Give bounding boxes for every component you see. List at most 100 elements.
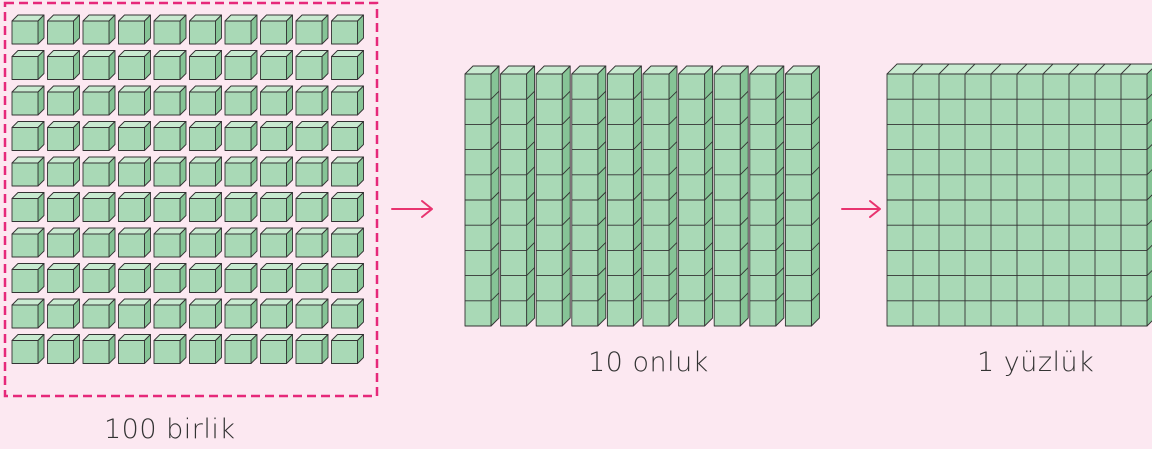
ten-rod — [642, 65, 678, 327]
ten-rod — [464, 65, 500, 327]
unit-cube — [331, 50, 364, 80]
unit-cube — [118, 156, 151, 187]
unit-cube — [224, 263, 258, 293]
unit-cube — [153, 227, 187, 258]
unit-cube — [331, 227, 364, 258]
unit-cube — [11, 192, 45, 222]
unit-cube — [260, 298, 293, 329]
units-selection-border — [3, 1, 379, 398]
hundred-flat — [886, 63, 1152, 327]
unit-cube — [260, 14, 293, 45]
unit-cube — [82, 227, 116, 258]
unit-cube — [118, 85, 151, 116]
unit-cube — [189, 14, 222, 45]
units-label: 100 birlik — [104, 414, 236, 445]
unit-cube — [82, 263, 116, 293]
unit-cube — [11, 156, 45, 187]
unit-cube — [295, 121, 329, 151]
unit-cube — [331, 121, 364, 151]
unit-cube — [331, 156, 364, 187]
unit-cube — [224, 121, 258, 151]
unit-cube — [153, 85, 187, 116]
unit-cube — [331, 298, 364, 329]
unit-cube — [118, 14, 151, 45]
unit-cube — [189, 298, 222, 329]
unit-cube — [295, 85, 329, 116]
unit-cube — [260, 50, 293, 80]
unit-cube — [260, 263, 293, 293]
unit-cube — [260, 156, 293, 187]
unit-cube — [295, 298, 329, 329]
unit-cube — [295, 334, 329, 364]
unit-cube — [153, 14, 187, 45]
unit-cube — [47, 334, 80, 364]
ten-rod — [713, 65, 749, 327]
ten-rod — [571, 65, 607, 327]
right-arrow-icon — [391, 200, 433, 218]
unit-cube — [189, 85, 222, 116]
unit-cube — [331, 14, 364, 45]
unit-cube — [118, 227, 151, 258]
unit-cube — [82, 156, 116, 187]
unit-cube — [331, 85, 364, 116]
unit-cube — [11, 227, 45, 258]
ten-rod — [535, 65, 571, 327]
ten-rod — [678, 65, 714, 327]
unit-cube — [260, 121, 293, 151]
unit-cube — [11, 85, 45, 116]
unit-cube — [224, 156, 258, 187]
ten-rod — [606, 65, 642, 327]
unit-cube — [47, 298, 80, 329]
unit-cube — [189, 50, 222, 80]
unit-cube — [224, 50, 258, 80]
hundred-flat-block — [886, 63, 1152, 327]
unit-cube — [260, 334, 293, 364]
unit-cube — [118, 334, 151, 364]
unit-cube — [189, 227, 222, 258]
unit-cube — [47, 85, 80, 116]
unit-cube — [295, 50, 329, 80]
unit-cube — [331, 334, 364, 364]
unit-cube — [47, 192, 80, 222]
unit-cube — [224, 85, 258, 116]
unit-cube — [47, 263, 80, 293]
hundreds-label: 1 yüzlük — [977, 347, 1095, 378]
unit-cube — [189, 121, 222, 151]
unit-cube — [82, 298, 116, 329]
unit-cube — [118, 298, 151, 329]
unit-cube — [118, 121, 151, 151]
tens-label: 10 onluk — [588, 347, 709, 378]
ten-rods — [464, 65, 820, 327]
unit-cube — [118, 263, 151, 293]
unit-cube — [82, 192, 116, 222]
unit-cube — [118, 192, 151, 222]
unit-cube — [295, 263, 329, 293]
unit-cube — [11, 263, 45, 293]
unit-cube — [224, 334, 258, 364]
unit-cube — [295, 156, 329, 187]
units-cubes — [11, 14, 364, 364]
ten-rod — [500, 65, 536, 327]
unit-cube — [82, 50, 116, 80]
unit-cube — [47, 227, 80, 258]
unit-cube — [153, 334, 187, 364]
unit-cube — [153, 121, 187, 151]
unit-cube — [47, 50, 80, 80]
unit-cube — [153, 263, 187, 293]
unit-cube — [260, 192, 293, 222]
unit-cube — [189, 156, 222, 187]
unit-cube — [189, 334, 222, 364]
unit-cube — [224, 192, 258, 222]
unit-cube — [153, 50, 187, 80]
unit-cube — [11, 298, 45, 329]
unit-cube — [224, 14, 258, 45]
unit-cube — [189, 263, 222, 293]
unit-cube — [82, 85, 116, 116]
unit-cube — [153, 156, 187, 187]
unit-cube — [47, 156, 80, 187]
unit-cube — [295, 192, 329, 222]
unit-cube — [11, 50, 45, 80]
unit-cube — [295, 227, 329, 258]
unit-cube — [224, 298, 258, 329]
